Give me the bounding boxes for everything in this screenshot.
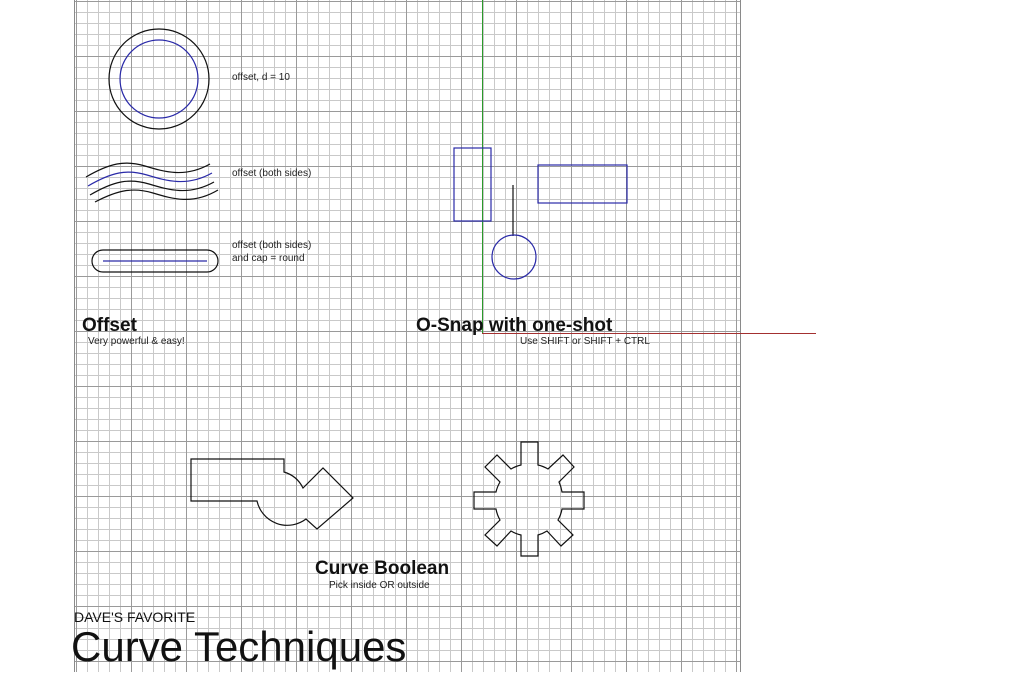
page-title: Curve Techniques xyxy=(71,623,407,670)
heading-offset: Offset xyxy=(82,315,137,336)
heading-osnap: O-Snap with one-shot xyxy=(416,315,613,336)
heading-curve-boolean: Curve Boolean xyxy=(315,558,450,579)
capsule-outline[interactable] xyxy=(91,249,219,273)
offset-wave-group[interactable] xyxy=(85,162,219,203)
offset-circle-inner[interactable] xyxy=(119,39,199,119)
subheading-curve-boolean: Pick inside OR outside xyxy=(329,580,430,591)
offset-circle-group[interactable] xyxy=(108,28,210,130)
wave-lower-2[interactable] xyxy=(94,189,219,203)
offset-capsule-group[interactable] xyxy=(91,249,219,273)
osnap-vertical-rect[interactable] xyxy=(453,147,492,222)
subheading-offset: Very powerful & easy! xyxy=(88,336,185,347)
wave-lower[interactable] xyxy=(89,180,215,196)
label-offset-capsule-2: and cap = round xyxy=(232,253,305,264)
osnap-circle[interactable] xyxy=(491,234,537,280)
boolean-union-outline[interactable] xyxy=(190,458,354,530)
boolean-shape-star[interactable] xyxy=(473,441,585,557)
world-x-axis xyxy=(482,333,816,334)
drawing-viewport[interactable] xyxy=(74,0,816,672)
boolean-star-outline[interactable] xyxy=(473,441,585,557)
boolean-shape-1[interactable] xyxy=(190,458,354,530)
osnap-horizontal-rect[interactable] xyxy=(537,164,628,204)
subheading-osnap: Use SHIFT or SHIFT + CTRL xyxy=(520,336,650,347)
osnap-shapes-group[interactable] xyxy=(453,147,628,280)
title-kicker: DAVE'S FAVORITE xyxy=(74,609,196,625)
wave-upper[interactable] xyxy=(85,162,211,178)
label-offset-wave: offset (both sides) xyxy=(232,168,312,179)
label-offset-capsule-1: offset (both sides) xyxy=(232,240,312,251)
wave-center[interactable] xyxy=(87,171,213,187)
label-offset-circle: offset, d = 10 xyxy=(232,72,290,83)
offset-circle-outer[interactable] xyxy=(108,28,210,130)
world-y-axis xyxy=(482,0,483,334)
